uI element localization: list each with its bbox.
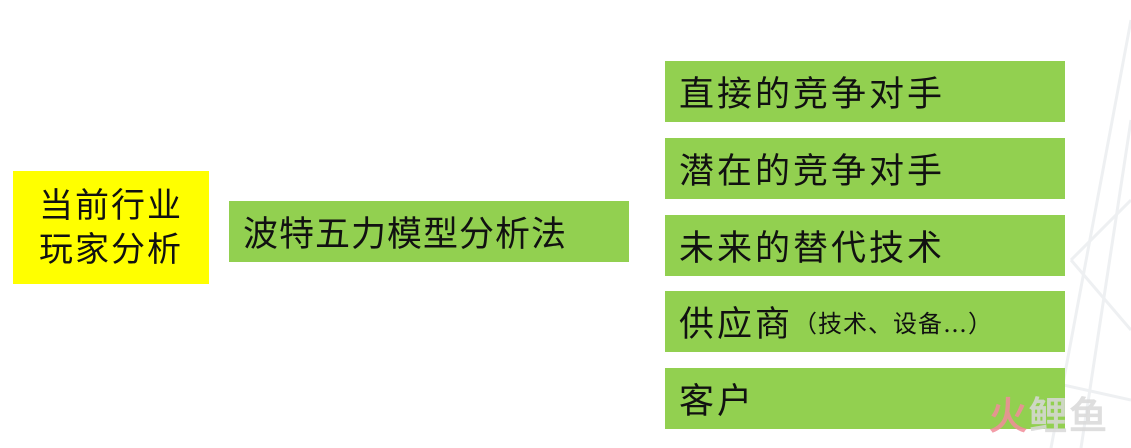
root-node-current-industry-players: 当前行业 玩家分析: [13, 171, 209, 284]
watermark-logo: 火鲤鱼: [989, 385, 1109, 440]
force-node-note: （技术、设备…）: [793, 310, 994, 338]
force-node-customers: 客户: [665, 368, 1065, 429]
force-node-label: 供应商: [679, 305, 794, 345]
force-node-label: 直接的竞争对手: [679, 75, 946, 115]
force-node-suppliers: 供应商 （技术、设备…）: [665, 291, 1065, 352]
root-node-line-2: 玩家分析: [39, 229, 183, 270]
watermark-accent: 火: [988, 394, 1029, 438]
force-node-label: 未来的替代技术: [679, 229, 946, 269]
watermark-text: 鲤鱼: [1028, 394, 1109, 438]
force-node-potential-competitors: 潜在的竞争对手: [665, 138, 1065, 199]
force-node-direct-competitors: 直接的竞争对手: [665, 61, 1065, 122]
method-node-porter-five-forces: 波特五力模型分析法: [229, 201, 629, 262]
force-node-label: 潜在的竞争对手: [679, 152, 946, 192]
force-node-future-substitutes: 未来的替代技术: [665, 215, 1065, 276]
method-node-label: 波特五力模型分析法: [243, 215, 568, 255]
force-node-label: 客户: [679, 382, 756, 422]
root-node-line-1: 当前行业: [39, 185, 183, 226]
